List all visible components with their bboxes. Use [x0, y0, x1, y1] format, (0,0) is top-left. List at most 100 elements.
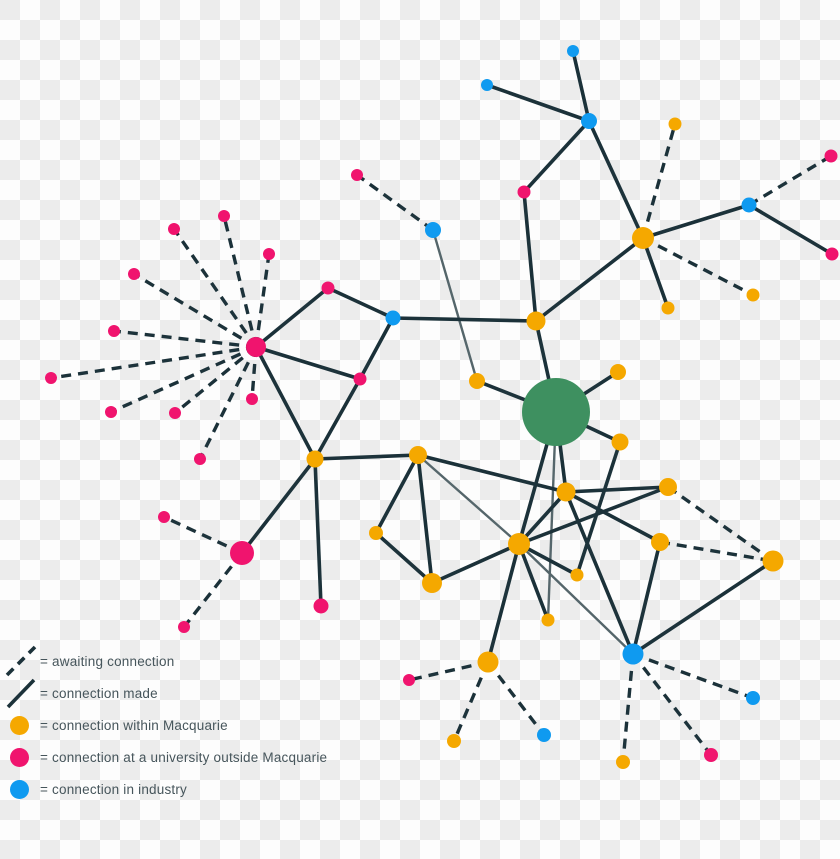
node-industry: [425, 222, 441, 238]
node-within: [526, 311, 546, 331]
edge-dashed: [452, 661, 490, 742]
node-industry: [741, 197, 757, 213]
node-outside: [218, 210, 230, 222]
edge-dashed: [667, 485, 774, 563]
node-outside: [351, 169, 363, 181]
node-outside: [825, 247, 839, 261]
legend-row-connection-made: = connection made: [4, 678, 404, 709]
node-outside: [45, 372, 57, 384]
node-within: [668, 117, 682, 131]
edge-dashed: [173, 345, 258, 415]
node-outside: [246, 337, 266, 357]
node-within: [746, 288, 760, 302]
pink-dot-icon: [4, 740, 40, 774]
node-outside: [178, 621, 190, 633]
node-outside: [158, 511, 170, 523]
edge-solid: [240, 457, 317, 555]
edge-solid: [327, 286, 394, 320]
node-industry: [537, 728, 551, 742]
edge-solid: [313, 378, 362, 460]
edge-solid: [314, 453, 419, 461]
node-within: [610, 364, 626, 380]
legend-row-industry: = connection in industry: [4, 778, 404, 800]
node-outside: [263, 248, 275, 260]
node-outside: [246, 393, 258, 405]
edge-solid: [374, 531, 434, 585]
edge-dashed: [408, 660, 489, 682]
node-within: [369, 526, 383, 540]
edge-solid: [587, 120, 645, 239]
node-outside: [169, 407, 181, 419]
solid-line-icon: [4, 676, 40, 710]
edge-gray: [518, 543, 634, 655]
node-industry: [385, 310, 401, 326]
edge-dashed: [110, 345, 257, 414]
node-outside: [128, 268, 140, 280]
node-within: [651, 533, 669, 551]
node-outside: [403, 674, 415, 686]
legend-row-awaiting-connection: = awaiting connection: [4, 645, 404, 677]
edge-dashed: [222, 215, 258, 348]
node-industry: [622, 643, 644, 665]
edge-solid: [534, 236, 645, 323]
edge-solid: [255, 345, 361, 381]
edge-dashed: [133, 272, 257, 349]
edge-solid: [564, 491, 635, 655]
edge-dashed: [748, 154, 832, 207]
node-within: [616, 755, 630, 769]
edge-solid: [417, 453, 567, 494]
legend-row-within-macquarie: = connection within Macquarie: [4, 714, 404, 736]
node-within: [541, 613, 555, 627]
node-outside: [108, 325, 120, 337]
edge-solid: [254, 346, 317, 460]
edge-dashed: [356, 173, 434, 232]
edge-solid: [358, 317, 395, 380]
node-within: [306, 450, 324, 468]
legend-label: = connection in industry: [40, 781, 188, 797]
edge-solid: [254, 286, 330, 349]
edge-solid: [431, 542, 520, 585]
node-within: [508, 533, 530, 555]
node-outside: [168, 223, 180, 235]
edge-solid: [517, 543, 550, 621]
edge-dashed: [486, 660, 546, 737]
edge-dashed: [621, 653, 635, 763]
node-outside: [517, 185, 531, 199]
edge-solid: [631, 541, 662, 655]
legend-label: = awaiting connection: [40, 653, 175, 669]
edge-solid: [522, 119, 591, 194]
legend-row-outside-university: = connection at a university outside Mac…: [4, 746, 404, 768]
node-within: [409, 446, 427, 464]
edge-solid: [313, 458, 323, 607]
node-outside: [230, 541, 254, 565]
edge-solid: [565, 490, 661, 544]
dashed-line-icon: [4, 644, 40, 678]
node-within: [762, 550, 784, 572]
edge-solid: [416, 454, 434, 584]
legend-label: = connection within Macquarie: [40, 717, 228, 733]
node-outside: [105, 406, 117, 418]
node-within: [447, 734, 461, 748]
orange-dot-icon: [4, 708, 40, 742]
edge-solid: [632, 559, 774, 656]
node-within: [659, 478, 677, 496]
edge-solid: [518, 485, 669, 546]
edge-solid: [642, 203, 750, 240]
node-industry: [746, 691, 760, 705]
edge-dashed: [182, 551, 244, 629]
node-within: [632, 227, 654, 249]
edge-dashed: [163, 515, 243, 555]
node-within: [477, 651, 499, 673]
edge-dashed: [198, 346, 258, 460]
edge-gray: [431, 229, 479, 382]
edge-solid: [571, 50, 591, 122]
edge-gray: [546, 411, 558, 621]
legend-label: = connection at a university outside Mac…: [40, 749, 328, 765]
edge-gray: [417, 454, 520, 545]
edge-solid: [565, 485, 669, 494]
edge-dashed: [113, 329, 257, 349]
node-within: [422, 573, 442, 593]
edge-dashed: [641, 123, 677, 239]
